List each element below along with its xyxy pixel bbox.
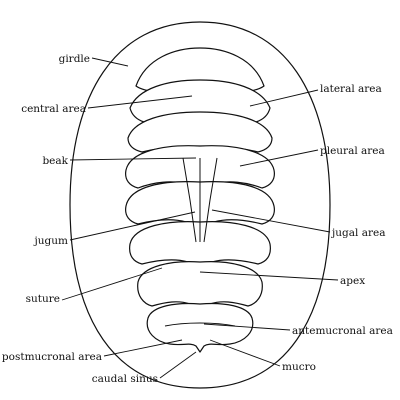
- label-caudal-sinus: caudal sinus: [92, 373, 158, 385]
- leader-pleural-area: [239, 149, 319, 167]
- leader-jugum: [69, 211, 196, 241]
- leader-caudal-sinus: [159, 351, 197, 379]
- label-suture: suture: [26, 293, 60, 305]
- jugum-ridge-left: [182, 157, 197, 243]
- label-pleural-area: pleural area: [320, 145, 385, 157]
- mucro-ridge: [164, 322, 236, 327]
- leader-central-area: [87, 95, 193, 109]
- valve-8: [146, 302, 254, 353]
- label-girdle: girdle: [59, 53, 90, 65]
- leader-postmucronal-area: [103, 339, 183, 357]
- label-beak: beak: [42, 155, 68, 167]
- label-postmucronal-area: postmucronal area: [2, 351, 102, 363]
- label-lateral-area: lateral area: [320, 83, 382, 95]
- label-central-area: central area: [21, 103, 86, 115]
- leader-lateral-area: [249, 89, 319, 107]
- leader-beak: [69, 157, 197, 161]
- leader-mucro: [209, 339, 281, 367]
- leader-jugal-area: [211, 209, 331, 233]
- jugum-ridge-right: [203, 157, 218, 243]
- label-jugal-area: jugal area: [330, 227, 385, 239]
- leader-suture: [61, 267, 163, 301]
- valve-7: [137, 261, 263, 311]
- valve-3: [127, 111, 273, 157]
- label-apex: apex: [340, 275, 365, 287]
- label-antemucronal-area: antemucronal area: [292, 325, 393, 337]
- leader-antemucronal-area: [203, 323, 291, 331]
- leader-apex: [199, 271, 339, 281]
- leader-girdle: [91, 57, 129, 67]
- label-mucro: mucro: [282, 361, 316, 373]
- label-jugum: jugum: [33, 235, 69, 247]
